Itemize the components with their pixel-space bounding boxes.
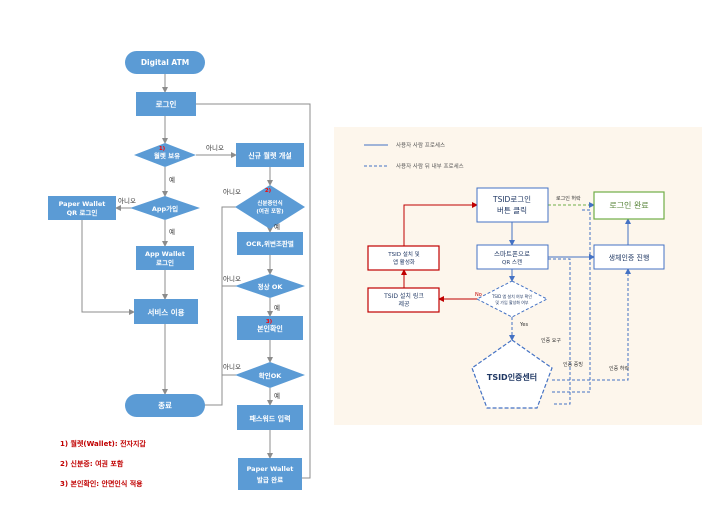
connector xyxy=(196,103,311,479)
tsid-login-node xyxy=(476,187,549,223)
confirm-ok-label: 확인OK xyxy=(259,371,282,380)
ocr-label: OCR,위변조판별 xyxy=(246,239,294,248)
connector-login-permit-line xyxy=(552,209,591,393)
auth-verify-label: 인증 증빙 xyxy=(563,361,583,368)
connector-auth-request xyxy=(548,258,571,405)
paper-wallet-qr-box xyxy=(48,196,116,220)
login-box xyxy=(136,92,196,116)
new-wallet-label: 신규 월렛 개설 xyxy=(248,151,292,160)
scan-qr-node xyxy=(476,244,549,270)
yes-branch-label: Yes xyxy=(519,322,528,328)
legend-solid-label: 사용자 사람 프로세스 xyxy=(396,141,445,149)
password-box xyxy=(237,405,303,430)
id-check-label-1: 신분증인식 xyxy=(257,199,282,207)
no-label-2: 아니오 xyxy=(118,196,136,205)
id-check-label-2: (여권 포함) xyxy=(256,207,284,215)
auth-request-label: 인증 요구 xyxy=(541,337,561,344)
paper-wallet-issue-box xyxy=(238,458,302,490)
login-permit-label: 로그인 허락 xyxy=(556,195,581,202)
yes-label-2: 예 xyxy=(169,227,175,236)
connector xyxy=(81,220,135,315)
login-done-label: 로그인 완료 xyxy=(609,200,648,210)
left-flowchart xyxy=(81,74,311,479)
identity-check-label: 본인확인 xyxy=(257,324,283,333)
service-use-box xyxy=(134,299,198,324)
yes-label-5: 예 xyxy=(274,391,280,400)
no-label-4: 아니오 xyxy=(223,274,241,283)
tsid-login-label-2: 버튼 클릭 xyxy=(497,205,527,215)
install-app-node xyxy=(367,245,440,271)
install-app-label-2: 앱 활성화 xyxy=(393,258,415,266)
wallet-check-decision xyxy=(134,143,196,167)
no-label-1: 아니오 xyxy=(206,143,224,152)
ocr-box xyxy=(237,232,303,255)
connector-auth-permit xyxy=(552,268,631,381)
end-label: 종료 xyxy=(158,401,172,410)
password-label: 패스워드 입력 xyxy=(249,414,290,423)
install-check-label-2: 및 가입 활성화 여부 xyxy=(495,299,529,305)
id-check-decision xyxy=(235,185,305,229)
start-terminal xyxy=(125,51,205,74)
install-check-label-1: TSID 앱 설치 여부 확인 xyxy=(491,293,532,299)
app-join-decision xyxy=(130,196,200,220)
note-2: 2) 신분증: 여권 포함 xyxy=(60,459,124,468)
paper-wallet-qr-label-1: Paper Wallet xyxy=(59,200,106,208)
no-label-3: 아니오 xyxy=(223,187,241,196)
tsid-center-node xyxy=(471,339,553,409)
provide-link-node xyxy=(367,287,440,313)
identity-check-box xyxy=(237,316,303,340)
app-join-label: App가입 xyxy=(152,204,178,213)
yes-label-4: 예 xyxy=(274,303,280,312)
no-label-5: 아니오 xyxy=(223,362,241,371)
paper-wallet-issue-label-2: 발급 완료 xyxy=(257,475,283,484)
badge-2: 2) xyxy=(265,188,272,194)
note-1: 1) 월렛(Wallet): 전자지갑 xyxy=(60,439,146,448)
tsid-center-label: TSID인증센터 xyxy=(487,372,537,382)
normal-ok-label: 정상 OK xyxy=(258,282,284,291)
confirm-ok-decision xyxy=(235,362,305,388)
badge-1: 1) xyxy=(159,146,166,152)
login-label: 로그인 xyxy=(156,99,177,109)
yes-label-1: 예 xyxy=(169,175,175,184)
biometric-node xyxy=(593,244,665,270)
provide-link-label-1: TSID 설치 링크 xyxy=(383,292,424,300)
end-terminal xyxy=(125,394,205,417)
app-wallet-login-label-1: App Wallet xyxy=(145,250,185,258)
scan-qr-label-2: QR 스캔 xyxy=(502,258,522,266)
app-wallet-login-label-2: 로그인 xyxy=(156,258,174,267)
wallet-check-label: 월렛 보유 xyxy=(154,151,180,160)
provide-link-label-2: 제공 xyxy=(398,300,410,308)
connector xyxy=(196,206,237,406)
badge-3: 3) xyxy=(266,319,273,325)
no-branch-label: No xyxy=(475,292,482,298)
install-app-label-1: TSID 설치 및 xyxy=(387,250,419,258)
legend-dashed-label: 사용자 사람 뒤 내부 프로세스 xyxy=(396,162,464,170)
paper-wallet-qr-label-2: QR 로그인 xyxy=(67,208,98,217)
app-wallet-login-box xyxy=(136,246,194,270)
biometric-label: 생체인증 진행 xyxy=(609,253,650,262)
install-check-decision xyxy=(475,280,549,318)
yes-label-3: 예 xyxy=(274,222,280,231)
scan-qr-label-1: 스마트폰으로 xyxy=(494,249,530,258)
auth-permit-label: 인증 허락 xyxy=(609,365,629,372)
start-label: Digital ATM xyxy=(141,58,189,67)
paper-wallet-issue-label-1: Paper Wallet xyxy=(247,465,294,473)
note-3: 3) 본인확인: 안면인식 적용 xyxy=(60,479,143,488)
normal-ok-decision xyxy=(235,274,305,298)
tsid-login-label-1: TSID로그인 xyxy=(492,194,531,204)
service-use-label: 서비스 이용 xyxy=(147,307,184,317)
login-done-node xyxy=(593,191,665,220)
connector xyxy=(403,202,478,246)
new-wallet-box xyxy=(236,143,304,167)
